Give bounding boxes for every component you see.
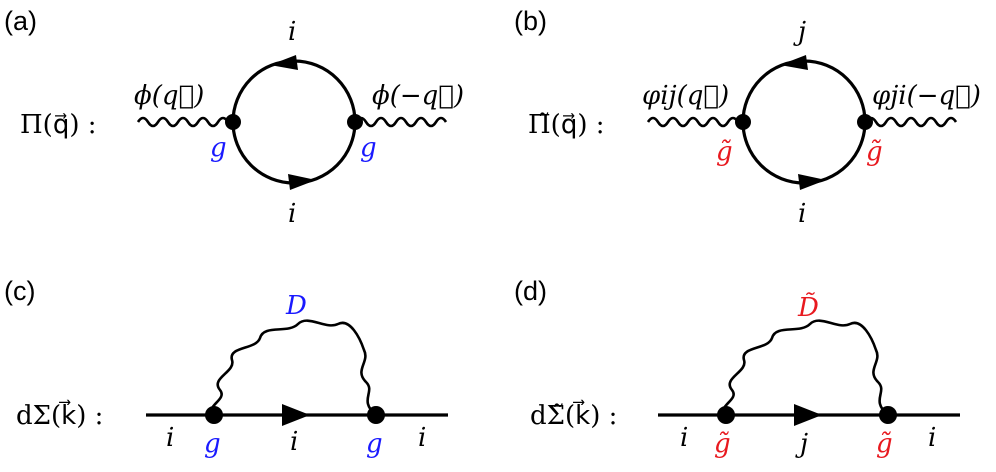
panel-d-propagator-arc xyxy=(722,319,889,416)
panel-b-top-arrow xyxy=(780,55,808,70)
panel-c-propagator-arc xyxy=(210,319,377,416)
panel-d-right-vertex xyxy=(879,406,897,424)
panel-b-right-vertex xyxy=(857,114,873,130)
panel-a-right-vertex xyxy=(347,114,363,130)
panel-c-right-vertex xyxy=(367,406,385,424)
panel-b-bottom-arrow xyxy=(798,174,826,190)
panel-b-left-wavy-line xyxy=(646,116,740,128)
panel-b-bottom-index: i xyxy=(798,199,806,229)
panel-a-right-coupling: g xyxy=(360,133,377,163)
panel-d-lhs: dΣ̃(k⃗) : xyxy=(530,399,617,431)
panel-a-left-vertex xyxy=(225,114,241,130)
panel-c-propagator-label: D xyxy=(285,291,307,321)
panel-b-lhs: Π̃(q⃗) : xyxy=(528,110,605,140)
panel-a-top-index: i xyxy=(288,17,296,47)
panel-b-right-wavy-line xyxy=(864,116,958,128)
panel-b-left-field: φij(q⃗) xyxy=(642,81,729,111)
panel-d-right-coupling: g̃ xyxy=(876,429,893,459)
panel-b-left-vertex xyxy=(735,114,751,130)
panel-a-label: (a) xyxy=(4,6,37,36)
panel-c-left-index: i xyxy=(166,423,174,453)
panel-d-propagator-label: D̃ xyxy=(797,292,819,323)
panel-a-bottom-arrow xyxy=(288,174,316,190)
panel-c-right-coupling: g xyxy=(366,429,383,459)
panel-a-top-arrow xyxy=(270,55,298,70)
panel-c: (c) dΣ(k⃗) : D i i i g g xyxy=(4,276,448,459)
panel-b: (b) Π̃(q⃗) : j i φij(q⃗) φji(−q⃗) g̃ g̃ xyxy=(514,6,981,229)
panel-d-middle-index: j xyxy=(795,429,808,459)
panel-a-right-field: ϕ(−q⃗) xyxy=(372,81,464,111)
panel-b-right-coupling: g̃ xyxy=(866,137,883,167)
panel-c-middle-index: i xyxy=(290,427,298,457)
panel-d-middle-arrow xyxy=(794,404,822,426)
panel-c-lhs: dΣ(k⃗) : xyxy=(16,399,103,431)
panel-a-left-coupling: g xyxy=(210,133,227,163)
panel-b-label: (b) xyxy=(514,6,547,36)
panel-a-lhs: Π(q⃗) : xyxy=(20,110,97,140)
panel-b-top-index: j xyxy=(793,17,806,47)
panel-d-right-index: i xyxy=(928,423,936,453)
panel-c-left-vertex xyxy=(205,406,223,424)
panel-b-left-coupling: g̃ xyxy=(716,137,733,167)
panel-d-label: (d) xyxy=(514,276,547,306)
panel-d-left-index: i xyxy=(680,423,688,453)
panel-c-label: (c) xyxy=(4,276,35,306)
panel-a-loop xyxy=(231,59,357,185)
panel-c-middle-arrow xyxy=(282,404,310,426)
panel-a-left-field: ϕ(q⃗) xyxy=(134,81,204,111)
panel-d-left-vertex xyxy=(717,406,735,424)
panel-a-bottom-index: i xyxy=(288,199,296,229)
panel-a-right-wavy-line xyxy=(354,116,448,128)
panel-b-loop xyxy=(741,59,867,185)
panel-a: (a) Π(q⃗) : i i ϕ(q⃗) ϕ(−q⃗) g g xyxy=(4,6,464,229)
panel-d: (d) dΣ̃(k⃗) : D̃ i j i g̃ g̃ xyxy=(514,276,960,459)
panel-b-right-field: φji(−q⃗) xyxy=(872,81,981,111)
panel-a-left-wavy-line xyxy=(136,116,230,128)
panel-c-right-index: i xyxy=(418,423,426,453)
panel-c-left-coupling: g xyxy=(204,429,221,459)
panel-d-left-coupling: g̃ xyxy=(714,429,731,459)
